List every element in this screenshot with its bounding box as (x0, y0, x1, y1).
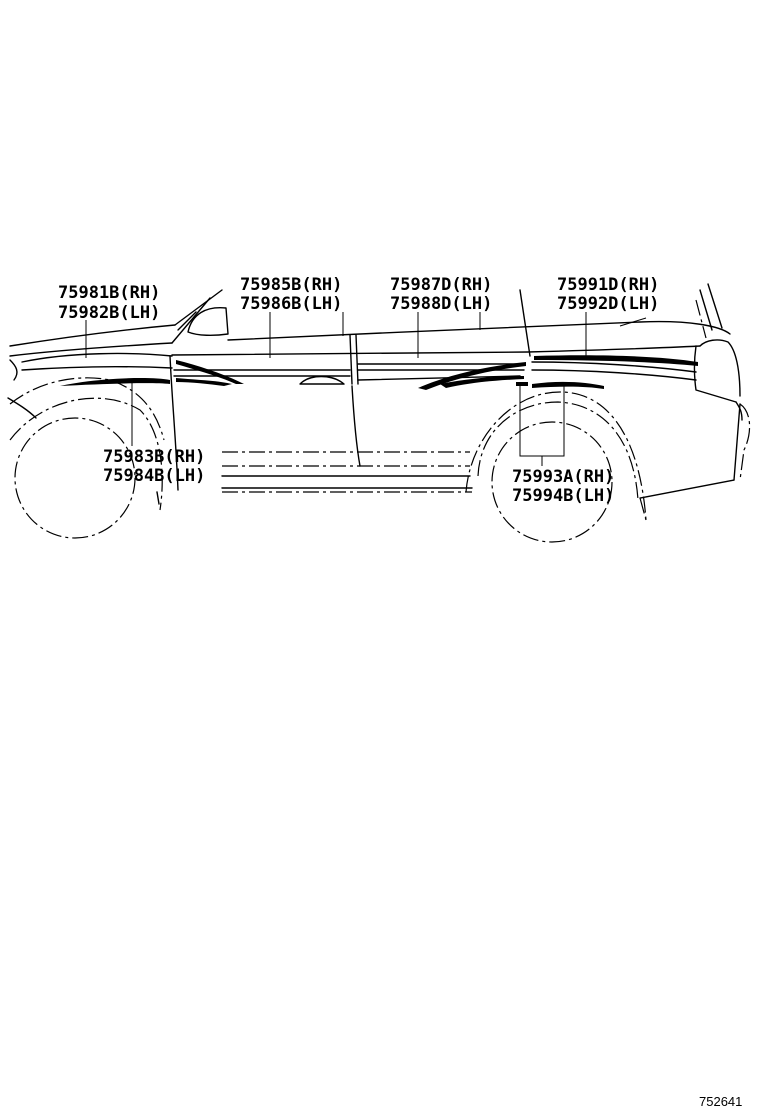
vehicle-body-outline (7, 283, 743, 505)
part-number-rh: 75981B(RH) (58, 283, 160, 303)
part-number-lh: 75992D(LH) (557, 294, 659, 314)
callout-quarter-panel: 75991D(RH) 75992D(LH) (557, 275, 659, 314)
part-number-lh: 75986B(LH) (240, 294, 342, 314)
part-number-lh: 75994B(LH) (512, 486, 614, 506)
stripe-decals (21, 352, 698, 390)
callout-rear-wheel-stripe: 75993A(RH) 75994B(LH) (512, 467, 614, 506)
part-number-lh: 75982B(LH) (58, 303, 160, 323)
part-number-rh: 75991D(RH) (557, 275, 659, 295)
part-number-rh: 75985B(RH) (240, 275, 342, 295)
callout-front-fender: 75981B(RH) 75982B(LH) (58, 283, 160, 323)
callout-front-door-upper: 75985B(RH) 75986B(LH) (240, 275, 342, 314)
part-number-rh: 75987D(RH) (390, 275, 492, 295)
part-number-rh: 75993A(RH) (512, 467, 614, 487)
figure-reference-number: 752641 (699, 1094, 742, 1109)
callout-rear-door-upper: 75987D(RH) 75988D(LH) (390, 275, 492, 314)
phantom-body-lines (9, 299, 751, 543)
callout-rocker-lower: 75983B(RH) 75984B(LH) (103, 447, 205, 486)
part-number-rh: 75983B(RH) (103, 447, 205, 467)
leader-lines (85, 312, 647, 466)
part-number-lh: 75984B(LH) (103, 466, 205, 486)
part-number-lh: 75988D(LH) (390, 294, 492, 314)
